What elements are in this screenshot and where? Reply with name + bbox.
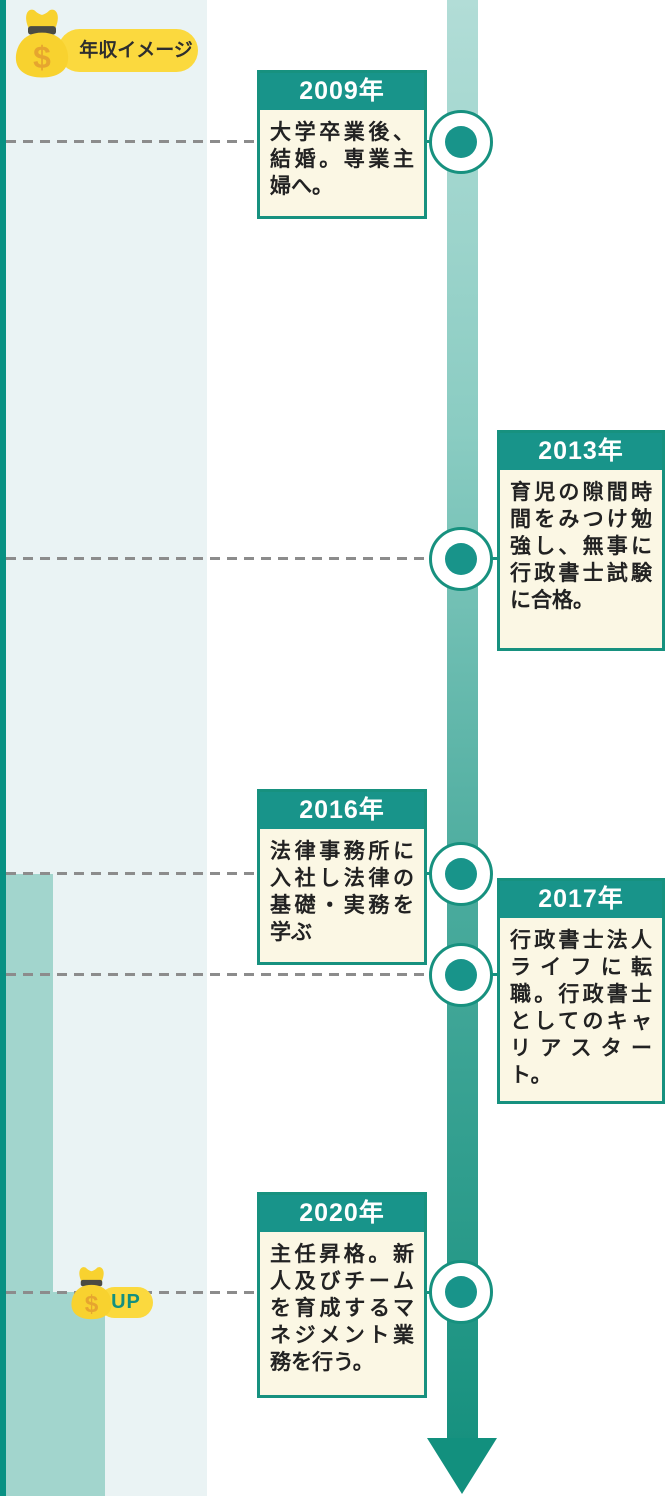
timeline-node-2009 <box>429 110 493 174</box>
event-description: 行政書士法人ライフに転職。行政書士としてのキャリアスタート。 <box>510 929 652 1087</box>
dollar-sign: $ <box>85 1291 99 1318</box>
event-description: 育児の隙間時間をみつけ勉強し、無事に行政書士試験に合格。 <box>510 481 652 612</box>
timeline-node-2020 <box>429 1260 493 1324</box>
dashed-line-2013 <box>6 557 430 560</box>
node-dot <box>445 126 477 158</box>
event-year: 2020年 <box>260 1195 424 1232</box>
left-axis-line <box>0 0 6 1496</box>
dashed-line-2016 <box>6 872 257 875</box>
dollar-sign: $ <box>33 39 51 75</box>
node-dot <box>445 858 477 890</box>
event-card-2009: 2009年 大学卒業後、結婚。専業主婦へ。 <box>257 70 427 219</box>
dashed-line-2017 <box>6 973 430 976</box>
salary-up-badge: UP <box>99 1287 153 1318</box>
event-year: 2017年 <box>500 881 662 918</box>
event-card-2013: 2013年 育児の隙間時間をみつけ勉強し、無事に行政書士試験に合格。 <box>497 430 665 651</box>
event-card-2020: 2020年 主任昇格。新人及びチームを育成するマネジメント業務を行う。 <box>257 1192 427 1398</box>
node-dot <box>445 543 477 575</box>
event-card-2017: 2017年 行政書士法人ライフに転職。行政書士としてのキャリアスタート。 <box>497 878 665 1104</box>
dashed-line-2009 <box>6 140 257 143</box>
event-year: 2013年 <box>500 433 662 470</box>
node-dot <box>445 1276 477 1308</box>
event-card-2016: 2016年 法律事務所に入社し法律の基礎・実務を学ぶ <box>257 789 427 965</box>
timeline-node-2017 <box>429 943 493 1007</box>
event-year: 2016年 <box>260 792 424 829</box>
money-bag-icon: $ <box>71 1267 112 1320</box>
event-description: 法律事務所に入社し法律の基礎・実務を学ぶ <box>270 840 414 944</box>
salary-bar-step-2020 <box>6 1292 105 1496</box>
event-description: 大学卒業後、結婚。専業主婦へ。 <box>270 121 414 198</box>
node-dot <box>445 959 477 991</box>
timeline-bar <box>447 0 478 1440</box>
timeline-arrowhead-icon <box>427 1438 497 1494</box>
salary-legend-badge: 年収イメージ <box>58 29 198 72</box>
money-bag-icon: $ <box>15 9 69 78</box>
timeline-node-2016 <box>429 842 493 906</box>
event-description: 主任昇格。新人及びチームを育成するマネジメント業務を行う。 <box>270 1243 414 1374</box>
timeline-node-2013 <box>429 527 493 591</box>
event-year: 2009年 <box>260 73 424 110</box>
